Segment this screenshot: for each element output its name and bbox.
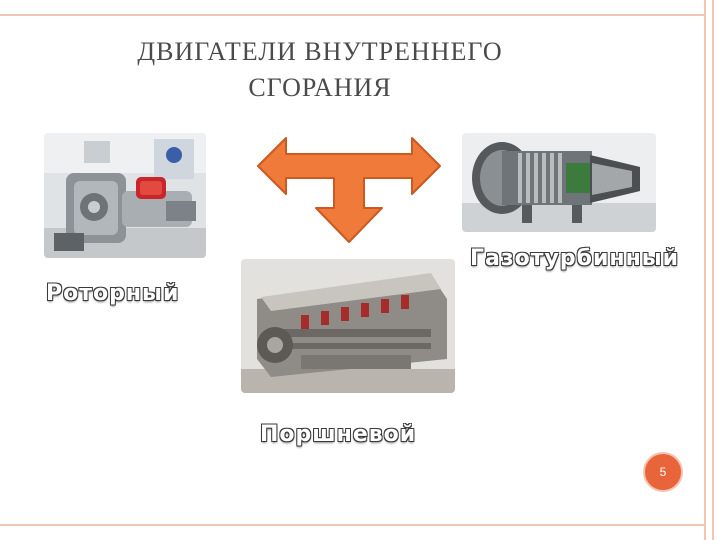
label-piston: Поршневой <box>260 422 417 447</box>
frame-right-line-2 <box>712 0 714 540</box>
gas-turbine-engine-image <box>462 133 656 232</box>
label-gas-turbine: Газотурбинный <box>470 246 680 271</box>
frame-right-line <box>704 0 706 540</box>
rotary-engine-image <box>44 133 206 258</box>
frame-bottom-line <box>0 524 706 526</box>
piston-engine-image <box>241 259 455 393</box>
frame-top-line <box>0 14 706 16</box>
slide-title: ДВИГАТЕЛИ ВНУТРЕННЕГО СГОРАНИЯ <box>60 34 580 106</box>
page-number-badge: 5 <box>643 452 683 492</box>
title-line-2: СГОРАНИЯ <box>248 73 392 102</box>
t-arrow-icon <box>256 136 442 244</box>
title-line-1: ДВИГАТЕЛИ ВНУТРЕННЕГО <box>137 37 503 66</box>
label-rotary: Роторный <box>46 281 180 306</box>
